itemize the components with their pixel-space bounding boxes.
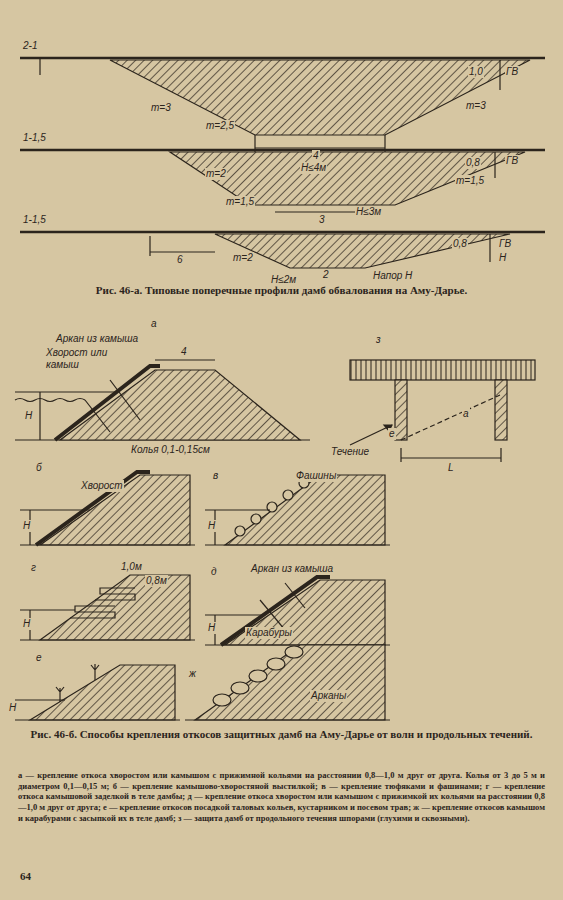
figure-title: Рис. 46-а. Типовые поперечные профили да…: [96, 284, 467, 297]
figure-label: Течение: [330, 446, 370, 458]
caption-note: а — крепление откоса хворостом или камыш…: [18, 770, 545, 823]
figure-label: ГВ: [505, 66, 519, 78]
figure-label: з: [375, 334, 382, 346]
figure-label: в: [212, 470, 219, 482]
figure-label: m=3: [150, 102, 172, 114]
figure-label: ж: [188, 668, 197, 680]
figure-label: 6: [176, 254, 184, 266]
figure-label: ГВ: [498, 238, 512, 250]
figure-label: Н: [24, 410, 33, 422]
figure-label: 1-1,5: [22, 214, 47, 226]
figure-label: 1,0м: [120, 561, 143, 573]
figure-label: 0,8: [465, 157, 481, 169]
figure-label: m=2: [205, 168, 227, 180]
figure-label: m=2: [232, 252, 254, 264]
figure-label: m=2,5: [205, 120, 235, 132]
figure-label: Напор Н: [372, 270, 413, 282]
figure-label: Н: [22, 520, 31, 532]
figure-caption: Рис. 46-б. Способы крепления откосов защ…: [30, 728, 533, 741]
figure-label: 4: [312, 150, 320, 162]
figure-label: 0,8м: [145, 575, 168, 587]
figure-label: L: [447, 462, 455, 474]
figure-label: Аркан из камыша: [250, 563, 334, 575]
figure-label: Н: [22, 618, 31, 630]
figure-label: Хворост или камыш: [45, 347, 117, 370]
figure-label: б: [35, 462, 43, 474]
figure-label: г: [30, 562, 37, 574]
figure-label: Фашины: [295, 470, 337, 482]
figure-label: 2: [322, 269, 330, 281]
figure-label: д: [210, 566, 218, 578]
figure-label: 0,8: [452, 238, 468, 250]
figure-label: е: [388, 428, 396, 440]
figure-label: ГВ: [505, 155, 519, 167]
figure-label: Хворост: [80, 480, 124, 492]
figure-label: m=3: [465, 100, 487, 112]
figure-label: Н≤4м: [300, 162, 327, 174]
figure-label: Н: [8, 702, 17, 714]
figure-label: Аркан из камыша: [55, 333, 139, 345]
figure-label: m=1,5: [225, 196, 255, 208]
figure-label: а: [462, 408, 470, 420]
figure-label: 1-1,5: [22, 132, 47, 144]
figure-label: Колья 0,1-0,15см: [130, 444, 211, 456]
figure-label: m=1,5: [455, 175, 485, 187]
figure-label: Н: [498, 252, 507, 264]
figure-label: е: [35, 652, 43, 664]
figure-label: Арканы: [310, 690, 347, 702]
figure-label: Карабуры: [245, 627, 293, 639]
figure-label: 4: [180, 346, 188, 358]
figure-label: 1,0: [468, 66, 484, 78]
figure-label: а: [150, 318, 158, 330]
figure-label: 3: [318, 214, 326, 226]
figure-label: Н≤2м: [270, 274, 297, 286]
figure-label: Н: [207, 622, 216, 634]
figure-label: 2-1: [22, 40, 38, 52]
figure-label: Н: [207, 520, 216, 532]
page-number: 64: [20, 870, 31, 883]
figure-label: Н≤3м: [355, 206, 382, 218]
